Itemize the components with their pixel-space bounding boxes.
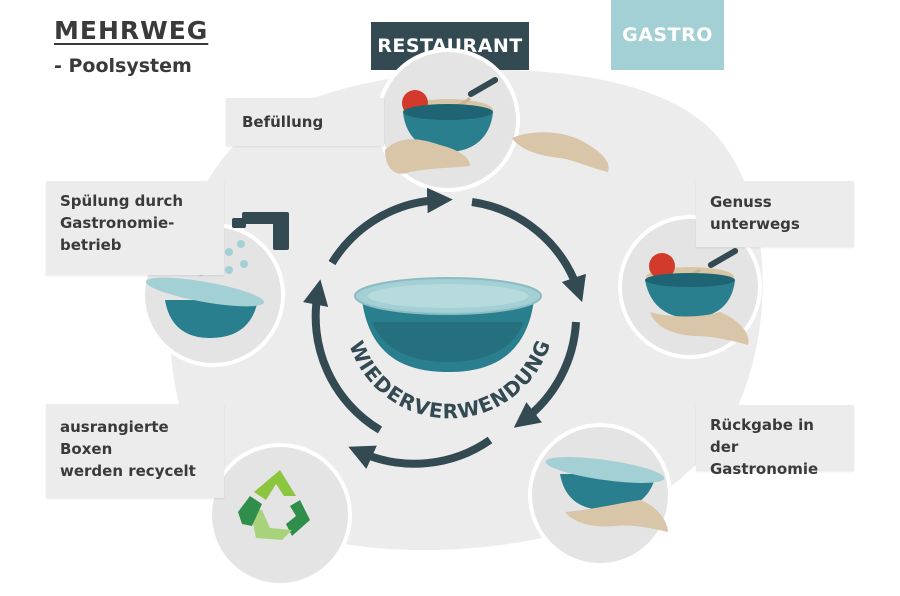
eating-bowl-icon bbox=[645, 248, 739, 318]
restaurant-tag: RESTAURANT bbox=[371, 22, 529, 70]
arrow-top-right bbox=[471, 198, 586, 303]
open-hand-icon bbox=[512, 132, 609, 172]
cycle-arrows bbox=[303, 187, 586, 469]
holding-hand-icon bbox=[385, 139, 470, 174]
befuellung-label: Befüllung bbox=[226, 98, 384, 146]
water-tap-icon bbox=[232, 212, 289, 250]
spuelung-label: Spülung durch Gastronomie- betrieb bbox=[46, 181, 224, 275]
rueckgabe-label: Rückgabe in der Gastronomie bbox=[696, 405, 854, 478]
food-bowl-icon bbox=[402, 77, 499, 152]
genuss-label: Genuss unterwegs bbox=[696, 181, 854, 247]
return-hand-icon bbox=[565, 500, 668, 532]
genuss-hand-icon bbox=[650, 312, 749, 345]
page-title: MEHRWEG bbox=[54, 16, 209, 45]
gastro-tag: GASTRO bbox=[611, 0, 724, 70]
page-subtitle: - Poolsystem bbox=[54, 55, 192, 77]
center-bowl-icon bbox=[354, 277, 542, 372]
recycle-icon bbox=[238, 470, 310, 540]
return-bowl-icon bbox=[545, 457, 665, 510]
arrow-bottom bbox=[348, 436, 493, 469]
recycle-circle bbox=[208, 443, 352, 587]
washed-bowl-icon bbox=[145, 277, 265, 338]
arrow-right bbox=[513, 321, 580, 428]
recycelt-label: ausrangierte Boxen werden recycelt bbox=[46, 404, 224, 498]
arrow-top-left bbox=[328, 187, 453, 266]
arrow-left bbox=[303, 279, 383, 434]
